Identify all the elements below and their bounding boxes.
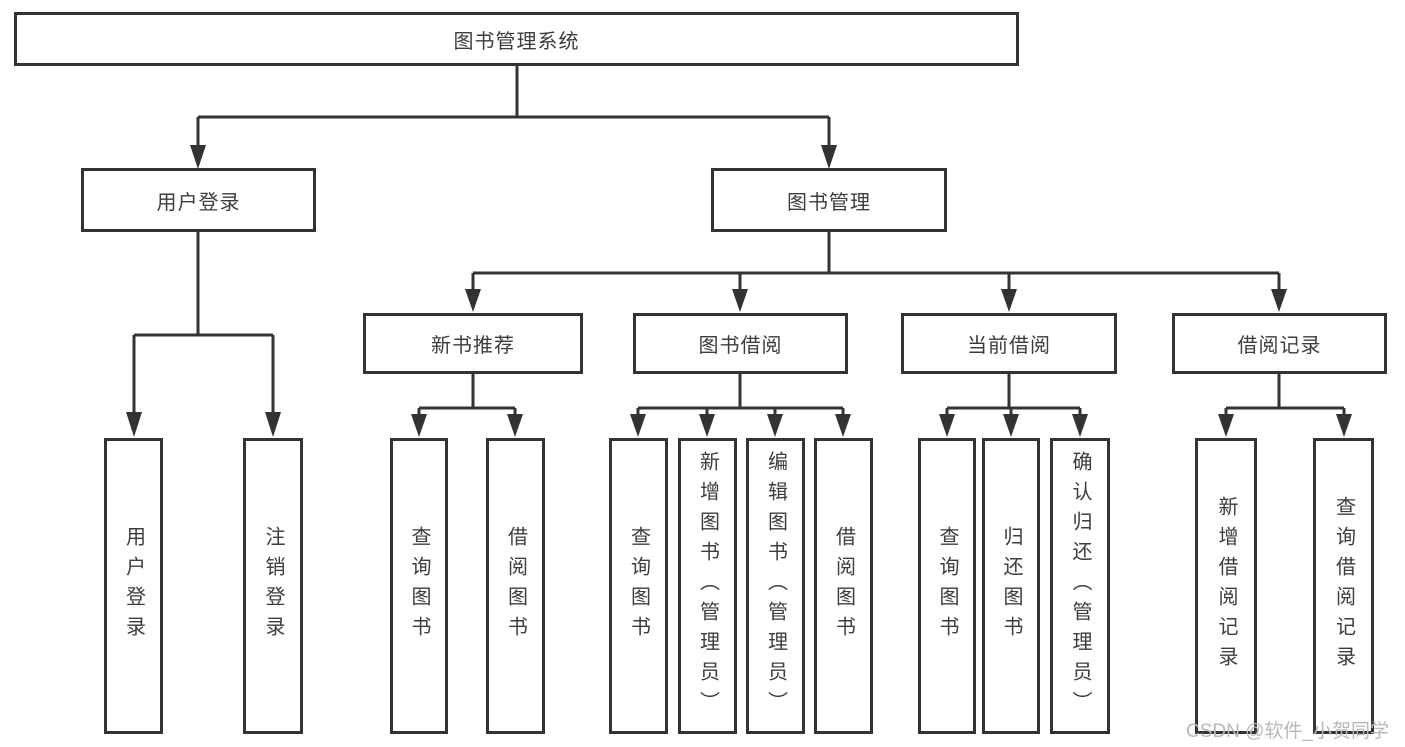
leaf-newbook-query-books-label: 查询图书: [408, 526, 430, 646]
node-user-login-label: 用户登录: [156, 191, 241, 214]
node-new-book-recommend-label: 新书推荐: [431, 335, 515, 357]
leaf-query-borrow-record: 查询借阅记录: [1313, 438, 1374, 734]
leaf-user-login: 用户登录: [104, 438, 163, 734]
node-book-management-label: 图书管理: [787, 191, 871, 214]
edge-current-borrow-branch: [945, 374, 1082, 416]
node-current-borrow: 当前借阅: [901, 313, 1117, 374]
node-root-system-label: 图书管理系统: [453, 30, 580, 53]
leaf-current-query-books: 查询图书: [918, 438, 976, 734]
leaf-add-borrow-record: 新增借阅记录: [1195, 438, 1257, 734]
node-root-system: 图书管理系统: [14, 12, 1019, 66]
csdn-watermark: CSDN @软件_小贺同学: [1186, 721, 1389, 742]
leaf-newbook-borrow-books-label: 借阅图书: [504, 526, 527, 646]
leaf-add-books-admin: 新增图书（管理员）: [678, 438, 737, 734]
leaf-return-books-label: 归还图书: [1000, 526, 1022, 646]
edge-book-management-to-level3: [471, 232, 1281, 290]
leaf-user-login-label: 用户登录: [122, 526, 145, 646]
leaf-add-borrow-record-label: 新增借阅记录: [1215, 496, 1237, 676]
arrowheads: [126, 145, 1352, 437]
leaf-confirm-return-admin-label: 确认归还（管理员）: [1069, 451, 1091, 721]
leaf-newbook-query-books: 查询图书: [390, 438, 448, 734]
node-current-borrow-label: 当前借阅: [967, 335, 1051, 357]
leaf-confirm-return-admin: 确认归还（管理员）: [1050, 438, 1110, 734]
leaf-borrow-books: 借阅图书: [814, 438, 873, 734]
leaf-current-query-books-label: 查询图书: [936, 526, 958, 646]
leaf-borrow-query-books-label: 查询图书: [627, 526, 650, 646]
node-book-management: 图书管理: [711, 168, 947, 232]
node-book-borrow-label: 图书借阅: [698, 335, 783, 357]
leaf-newbook-borrow-books: 借阅图书: [486, 438, 545, 734]
leaf-borrow-query-books: 查询图书: [609, 438, 668, 734]
edge-user-login-branch: [132, 232, 275, 414]
leaf-query-borrow-record-label: 查询借阅记录: [1332, 496, 1355, 676]
node-borrow-records-label: 借阅记录: [1237, 335, 1322, 357]
node-new-book-recommend: 新书推荐: [363, 313, 583, 374]
node-user-login: 用户登录: [81, 168, 316, 232]
edge-root-to-level2: [196, 64, 831, 147]
leaf-borrow-books-label: 借阅图书: [832, 526, 855, 646]
leaf-add-books-admin-label: 新增图书（管理员）: [696, 451, 719, 721]
node-book-borrow: 图书借阅: [633, 313, 848, 374]
leaf-logout-label: 注销登录: [262, 526, 284, 646]
edge-book-borrow-branch: [636, 374, 845, 416]
node-borrow-records: 借阅记录: [1172, 313, 1387, 374]
edge-new-book-branch: [417, 374, 517, 416]
leaf-edit-books-admin: 编辑图书（管理员）: [746, 438, 805, 734]
leaf-logout: 注销登录: [243, 438, 303, 734]
leaf-edit-books-admin-label: 编辑图书（管理员）: [764, 451, 787, 721]
leaf-return-books: 归还图书: [982, 438, 1040, 734]
edge-borrow-records-branch: [1224, 374, 1346, 416]
